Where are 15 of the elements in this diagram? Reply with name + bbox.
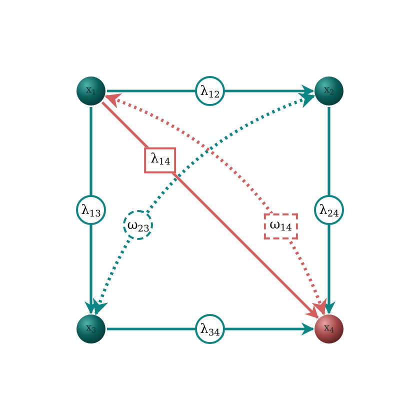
edge-label: ω$_{23}$ [123, 210, 154, 240]
edge-label: λ$_{34}$ [195, 314, 225, 344]
node-label: x$_{4}$ [324, 324, 334, 334]
sphere-node [314, 314, 344, 344]
sphere-node [314, 76, 344, 106]
node-label: x$_{3}$ [86, 324, 96, 334]
node-label: x$_{1}$ [86, 86, 96, 96]
sphere-node [76, 76, 106, 106]
edge-label: λ$_{24}$ [314, 195, 344, 225]
edge-label: λ$_{12}$ [195, 76, 225, 106]
edge-label: λ$_{13}$ [76, 195, 106, 225]
node-label: x$_{2}$ [324, 86, 334, 96]
sphere-node [76, 314, 106, 344]
edge-label: ω$_{14}$ [264, 214, 298, 239]
edge-label: λ$_{14}$ [144, 148, 176, 174]
